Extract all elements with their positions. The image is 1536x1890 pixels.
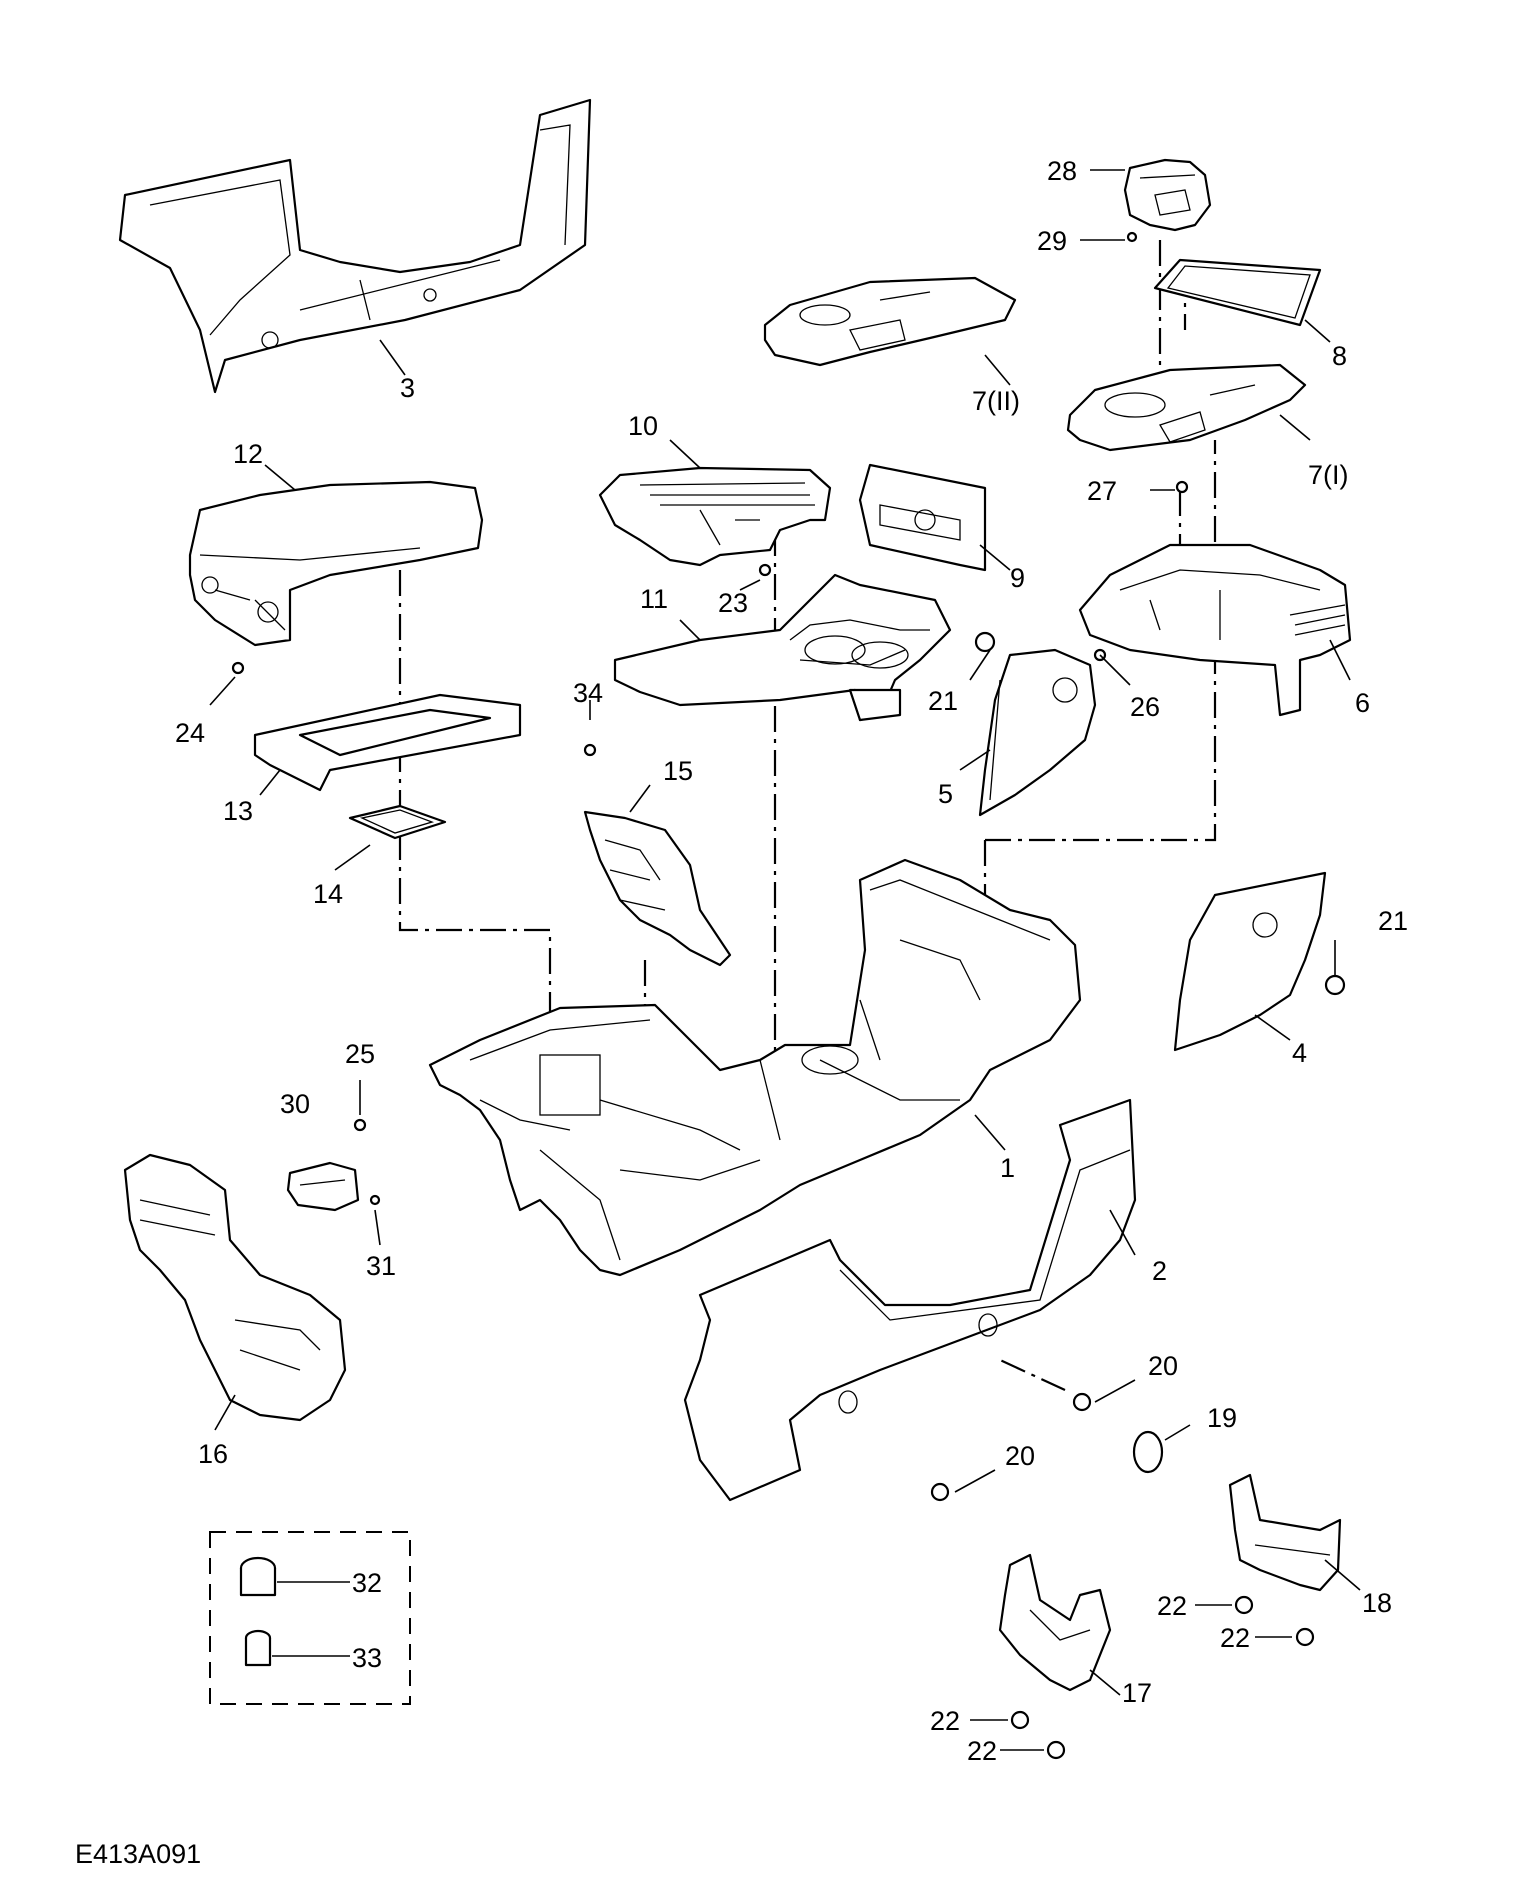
part-8-pad xyxy=(1153,258,1322,327)
kit-box xyxy=(209,1531,411,1705)
callout-9: 9 xyxy=(1010,563,1025,593)
callout-22-a: 22 xyxy=(1157,1591,1187,1621)
callout-34: 34 xyxy=(573,678,603,708)
callout-27: 27 xyxy=(1087,476,1117,506)
callout-8: 8 xyxy=(1332,341,1347,371)
callout-3: 3 xyxy=(400,373,415,403)
callout-24: 24 xyxy=(175,718,205,748)
callout-11: 11 xyxy=(640,584,668,614)
callout-4: 4 xyxy=(1292,1038,1307,1068)
part-6-shifter-base xyxy=(1078,543,1352,717)
callout-labels: 3 12 10 9 11 7(II) 7(I) 8 28 29 27 6 26 … xyxy=(175,156,1408,1766)
part-9-switch-bezel xyxy=(858,463,987,572)
leader-lines xyxy=(209,169,1361,1751)
callout-6: 6 xyxy=(1355,688,1370,718)
callout-12: 12 xyxy=(233,439,263,469)
part-1-console-carrier xyxy=(428,858,1082,1277)
callout-26: 26 xyxy=(1130,692,1160,722)
callout-2: 2 xyxy=(1152,1256,1167,1286)
reference-code: E413A091 xyxy=(75,1839,201,1869)
part-18-bracket xyxy=(1228,1473,1342,1592)
part-28-switch xyxy=(1123,158,1212,232)
callout-33: 33 xyxy=(352,1643,382,1673)
callout-13: 13 xyxy=(223,796,253,826)
part-7-I-shifter-trim xyxy=(1066,363,1307,452)
fasteners xyxy=(231,231,1346,1760)
callout-29: 29 xyxy=(1037,226,1067,256)
part-4-side-panel xyxy=(1173,871,1327,1052)
part-16-rear-vent-panel xyxy=(123,1153,347,1422)
callout-20-upper: 20 xyxy=(1148,1351,1178,1381)
callout-25: 25 xyxy=(345,1039,375,1069)
callout-16: 16 xyxy=(198,1439,228,1469)
callout-14: 14 xyxy=(313,879,343,909)
callout-7-I: 7(I) xyxy=(1308,460,1349,490)
part-10-storage-module xyxy=(598,466,832,567)
callout-15: 15 xyxy=(663,756,693,786)
callout-22-b: 22 xyxy=(1220,1623,1250,1653)
callout-23: 23 xyxy=(718,588,748,618)
part-5-side-trim xyxy=(978,648,1097,817)
callout-31: 31 xyxy=(366,1251,396,1281)
part-13-armrest-frame xyxy=(253,693,522,792)
part-11-cupholder-surround xyxy=(613,573,952,722)
callout-28: 28 xyxy=(1047,156,1077,186)
part-3-upper-trim xyxy=(118,98,592,394)
part-2-lower-side-panel xyxy=(683,1098,1137,1502)
callout-21-upper: 21 xyxy=(928,686,958,716)
callout-10: 10 xyxy=(628,411,658,441)
callout-20-lower: 20 xyxy=(1005,1441,1035,1471)
callout-1: 1 xyxy=(1000,1153,1015,1183)
callout-7-II: 7(II) xyxy=(972,386,1020,416)
callout-30: 30 xyxy=(280,1089,310,1119)
part-7-II-shifter-trim xyxy=(763,276,1017,367)
callout-22-d: 22 xyxy=(967,1736,997,1766)
callout-18: 18 xyxy=(1362,1588,1392,1618)
callout-5: 5 xyxy=(938,779,953,809)
part-17-bracket xyxy=(998,1553,1112,1692)
callout-32: 32 xyxy=(352,1568,382,1598)
callout-21-lower: 21 xyxy=(1378,906,1408,936)
part-30-module xyxy=(286,1161,360,1212)
callout-17: 17 xyxy=(1122,1678,1152,1708)
part-14-pad xyxy=(348,804,447,840)
part-19-clip xyxy=(1132,1430,1164,1474)
callout-22-c: 22 xyxy=(930,1706,960,1736)
part-12-armrest-lid xyxy=(188,480,484,647)
part-15-bracket xyxy=(583,810,732,967)
callout-19: 19 xyxy=(1207,1403,1237,1433)
